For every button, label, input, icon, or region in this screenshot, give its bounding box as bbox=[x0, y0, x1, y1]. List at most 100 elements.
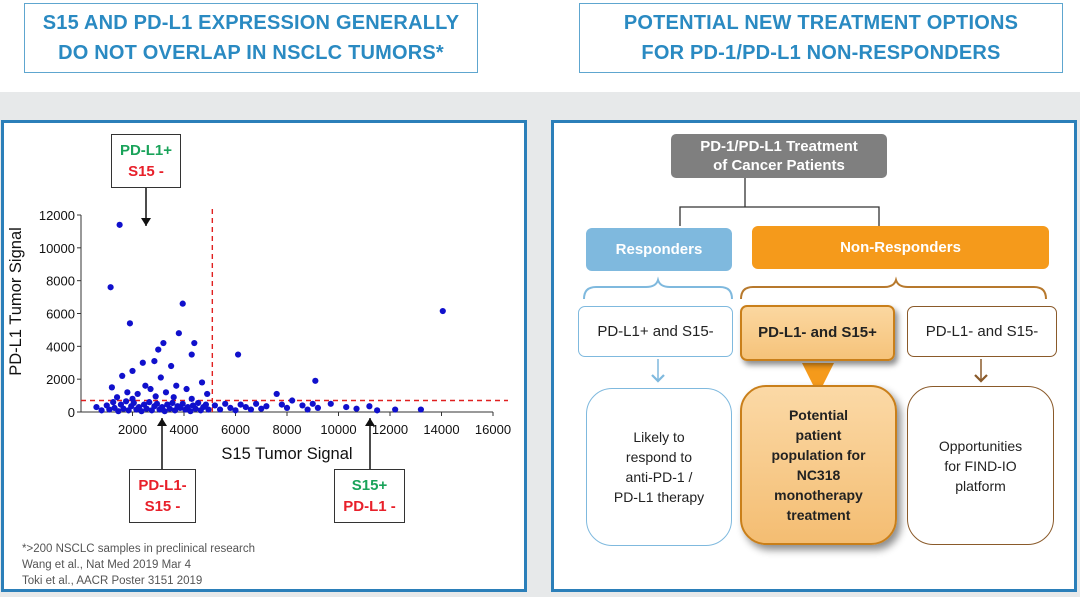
data-point bbox=[175, 330, 182, 337]
data-point bbox=[170, 394, 177, 401]
data-point bbox=[113, 394, 121, 401]
header-right: POTENTIAL NEW TREATMENT OPTIONS FOR PD-1… bbox=[579, 3, 1063, 73]
data-point bbox=[124, 389, 131, 396]
x-axis-title: S15 Tumor Signal bbox=[221, 445, 352, 463]
data-point bbox=[116, 221, 123, 228]
data-point bbox=[227, 404, 234, 411]
x-tick-label: 16000 bbox=[475, 422, 511, 437]
outcome-nc318: Potential patient population for NC318 m… bbox=[740, 385, 897, 545]
data-point bbox=[147, 385, 154, 393]
data-point bbox=[204, 390, 211, 398]
data-point bbox=[155, 346, 162, 353]
data-point bbox=[129, 367, 136, 375]
data-point bbox=[106, 406, 113, 413]
data-point bbox=[242, 403, 249, 411]
data-point bbox=[151, 358, 158, 365]
data-point bbox=[195, 399, 202, 407]
data-point bbox=[304, 406, 311, 413]
data-point bbox=[157, 374, 164, 381]
data-point bbox=[142, 382, 149, 389]
data-point bbox=[153, 400, 161, 407]
data-point bbox=[247, 406, 255, 413]
header-right-line2: FOR PD-1/PD-L1 NON-RESPONDERS bbox=[641, 42, 1001, 64]
data-point bbox=[234, 351, 242, 358]
data-point bbox=[198, 379, 206, 386]
y-tick-label: 4000 bbox=[46, 339, 75, 354]
data-point bbox=[187, 408, 194, 415]
x-tick-label: 6000 bbox=[221, 422, 250, 437]
data-point bbox=[314, 404, 321, 411]
data-point bbox=[392, 406, 399, 413]
x-tick-label: 12000 bbox=[372, 422, 408, 437]
x-tick-label: 14000 bbox=[423, 422, 459, 437]
root-line2: of Cancer Patients bbox=[713, 157, 845, 174]
footnote-toki: Toki et al., AACR Poster 3151 2019 bbox=[22, 575, 203, 587]
data-point bbox=[299, 402, 306, 409]
data-point bbox=[191, 339, 198, 347]
data-point bbox=[120, 405, 127, 412]
data-point bbox=[169, 399, 176, 407]
data-point bbox=[134, 390, 141, 398]
y-axis-title: PD-L1 Tumor Signal bbox=[7, 227, 25, 376]
data-point bbox=[98, 407, 105, 414]
non-responders-node: Non-Responders bbox=[752, 226, 1049, 269]
out3-line1: Opportunities bbox=[938, 437, 1023, 454]
header-right-line1: POTENTIAL NEW TREATMENT OPTIONS bbox=[623, 12, 1019, 34]
data-point bbox=[258, 405, 265, 412]
data-point bbox=[188, 351, 195, 358]
y-tick-label: 8000 bbox=[46, 274, 75, 289]
data-point bbox=[366, 403, 373, 410]
data-point bbox=[179, 300, 186, 307]
data-point bbox=[146, 399, 153, 406]
data-point bbox=[179, 400, 186, 407]
label-double-neg-line2: S15 - bbox=[144, 498, 181, 515]
data-point bbox=[312, 377, 319, 384]
scatter-panel bbox=[1, 120, 527, 592]
outcome-find-io: Opportunities for FIND-IO platform bbox=[907, 386, 1054, 545]
arrow-to-s15pos-quadrant-head bbox=[365, 418, 375, 426]
footnote-wang: Wang et al., Nat Med 2019 Mar 4 bbox=[22, 559, 191, 571]
responders-node: Responders bbox=[586, 228, 732, 271]
root-line1: PD-1/PD-L1 Treatment bbox=[700, 138, 858, 155]
data-point bbox=[93, 403, 100, 411]
out3-line3: platform bbox=[955, 477, 1006, 494]
label-pdl1pos-line2: S15 - bbox=[128, 163, 164, 180]
y-tick-label: 10000 bbox=[39, 241, 75, 256]
header-left-line1: S15 AND PD-L1 EXPRESSION GENERALLY bbox=[42, 12, 460, 34]
data-point bbox=[152, 393, 159, 400]
x-tick-label: 10000 bbox=[320, 422, 356, 437]
out1-line1: Likely to bbox=[633, 429, 685, 445]
out1-line4: PD-L1 therapy bbox=[613, 489, 705, 505]
y-tick-label: 6000 bbox=[46, 307, 75, 322]
arrow-to-double-neg-quadrant-head bbox=[157, 418, 167, 426]
header-left-line2: DO NOT OVERLAP IN NSCLC TUMORS* bbox=[58, 42, 444, 64]
label-s15pos-pdl1neg: S15+ PD-L1 - bbox=[334, 469, 405, 523]
y-tick-label: 12000 bbox=[39, 208, 75, 223]
data-point bbox=[168, 362, 175, 370]
data-point bbox=[309, 400, 316, 407]
data-point bbox=[232, 407, 239, 414]
category-pdl1neg-s15pos: PD-L1- and S15+ bbox=[740, 305, 895, 361]
data-point bbox=[289, 397, 296, 404]
data-point bbox=[439, 307, 446, 315]
x-tick-label: 4000 bbox=[170, 422, 199, 437]
data-point bbox=[162, 389, 170, 396]
data-point bbox=[115, 408, 122, 415]
outcome-responders: Likely to respond to anti-PD-1 / PD-L1 t… bbox=[586, 388, 732, 546]
x-tick-label: 8000 bbox=[273, 422, 302, 437]
data-point bbox=[343, 403, 350, 411]
data-point bbox=[139, 359, 146, 366]
out2-line2: patient bbox=[795, 427, 842, 443]
data-point bbox=[143, 405, 150, 412]
out2-line1: Potential bbox=[788, 407, 849, 423]
data-point bbox=[273, 390, 280, 398]
data-point bbox=[222, 400, 229, 407]
arrow-to-pdl1pos-quadrant-head bbox=[141, 218, 151, 226]
out2-line5: monotherapy bbox=[774, 487, 863, 503]
out1-line2: respond to bbox=[625, 449, 693, 465]
out3-line2: for FIND-IO bbox=[944, 457, 1017, 474]
data-point bbox=[278, 401, 285, 408]
data-point bbox=[263, 403, 270, 410]
root-node: PD-1/PD-L1 Treatment of Cancer Patients bbox=[671, 134, 887, 178]
data-point bbox=[107, 284, 114, 291]
